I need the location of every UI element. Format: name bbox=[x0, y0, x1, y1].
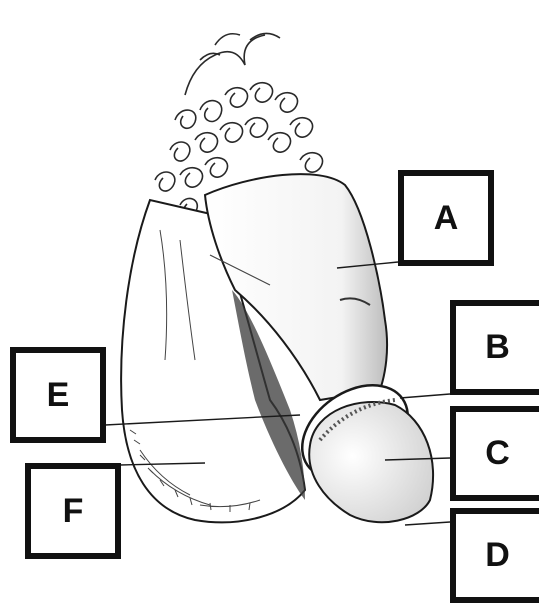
label-box-f: F bbox=[25, 463, 121, 559]
label-box-d: D bbox=[450, 508, 539, 603]
label-box-c: C bbox=[450, 406, 539, 501]
label-box-e: E bbox=[10, 347, 106, 443]
leader-line-b bbox=[400, 394, 450, 398]
glans bbox=[309, 402, 433, 522]
label-box-a: A bbox=[398, 170, 494, 266]
label-box-b: B bbox=[450, 300, 539, 395]
leader-line-d bbox=[405, 522, 450, 525]
